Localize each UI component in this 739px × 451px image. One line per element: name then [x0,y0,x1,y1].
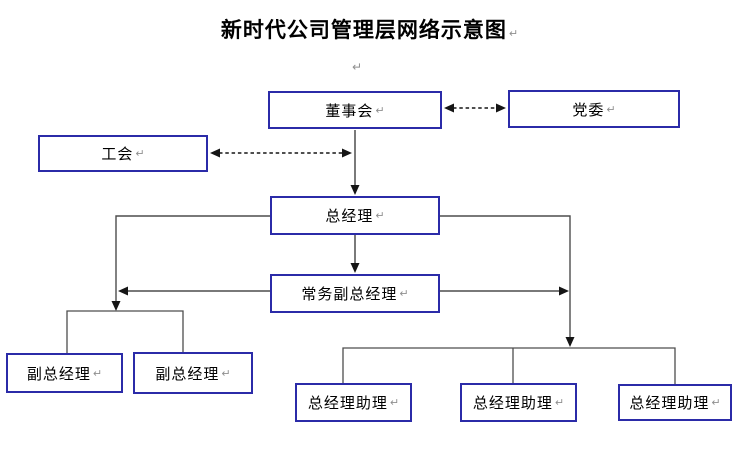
node-executive-deputy-gm[interactable]: 常务副总经理↵ [270,274,440,313]
node-party-committee[interactable]: 党委↵ [508,90,680,128]
bus-deputy-gm [66,310,184,353]
paragraph-mark: ↵ [92,366,103,380]
node-label: 总经理助理 [629,396,710,412]
page-title: 新时代公司管理层网络示意图↵ [0,14,739,44]
node-label: 副总经理 [26,366,91,383]
paragraph-mark: ↵ [221,366,231,380]
arrowhead-right-evp [559,286,569,296]
arrowhead-down-evp [350,263,360,273]
node-label: 常务副总经理 [301,287,398,303]
paragraph-mark: ↵ [135,147,145,160]
arrowhead-left-evp [118,286,128,296]
arrowhead-down-left-branch [111,301,121,311]
node-general-manager[interactable]: 总经理↵ [270,196,440,235]
node-deputy-gm-1[interactable]: 副总经理↵ [6,353,123,393]
paragraph-mark: ↵ [375,103,385,117]
paragraph-mark: ↵ [352,60,363,74]
bus-gm-assistants [342,347,676,384]
arrowhead-right-union [342,148,352,158]
arrowhead-down-gm [350,185,360,195]
line-gm-left-branch [115,215,270,303]
node-label: 总经理 [325,209,374,225]
arrowhead-down-right-branch [565,337,575,347]
paragraph-mark: ↵ [508,27,519,40]
node-gm-assistant-1[interactable]: 总经理助理↵ [295,383,412,422]
paragraph-mark: ↵ [606,102,616,116]
node-labor-union[interactable]: 工会↵ [38,135,208,172]
arrowhead-left-board [444,103,454,113]
paragraph-mark: ↵ [554,396,565,409]
paragraph-mark: ↵ [711,396,721,409]
node-label: 总经理助理 [472,396,553,412]
line-gm-right-branch [440,215,571,339]
node-board-of-directors[interactable]: 董事会↵ [268,91,442,129]
node-gm-assistant-3[interactable]: 总经理助理↵ [618,384,732,421]
node-deputy-gm-2[interactable]: 副总经理↵ [133,352,253,394]
node-label: 董事会 [325,103,374,120]
node-gm-assistant-2[interactable]: 总经理助理↵ [460,383,577,422]
arrowhead-left-union [210,148,220,158]
paragraph-mark: ↵ [389,396,400,409]
node-label: 副总经理 [155,366,220,383]
arrowhead-right-party [496,103,506,113]
node-label: 党委 [572,102,605,119]
paragraph-mark: ↵ [399,287,409,300]
paragraph-mark: ↵ [375,209,385,222]
page-title-text: 新时代公司管理层网络示意图 [220,18,507,42]
node-label: 工会 [101,147,134,163]
node-label: 总经理助理 [307,396,388,412]
